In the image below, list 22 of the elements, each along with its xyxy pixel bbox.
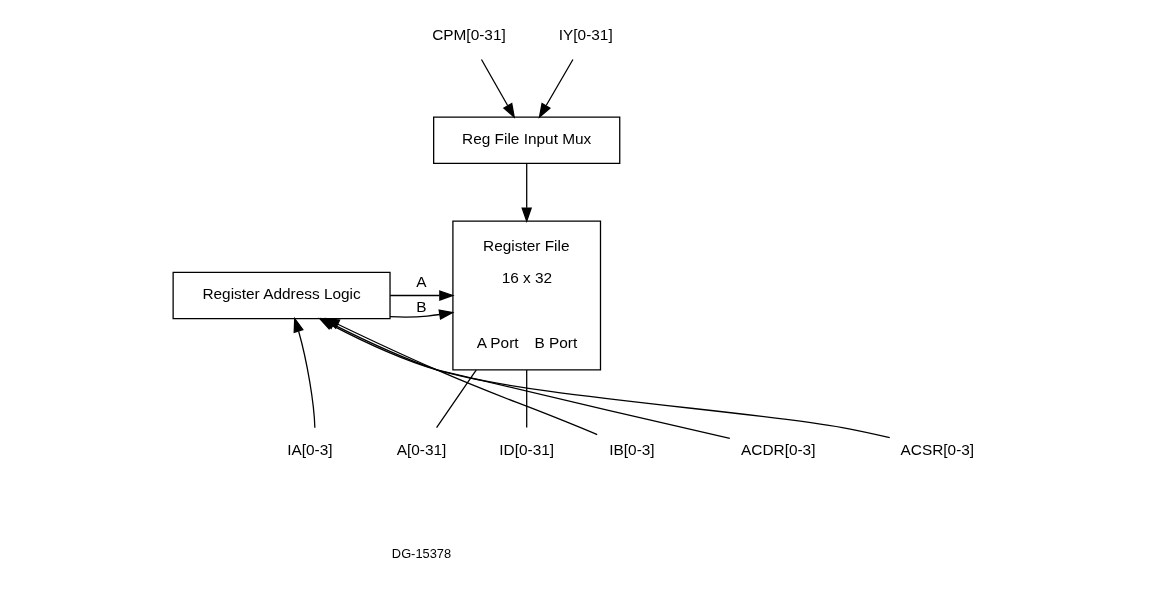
node-text: ACDR[0-3] (741, 440, 816, 458)
arrow (480, 58, 516, 119)
node-text: IB[0-3] (609, 440, 655, 458)
arrow (389, 290, 455, 301)
node-box: Register File 16 x 32 A Port B Port (452, 220, 602, 371)
arrow (293, 316, 316, 429)
node-text: A[0-31] (396, 440, 447, 458)
arrow (389, 309, 455, 320)
connector (435, 369, 477, 429)
node-text: ID[0-31] (499, 440, 555, 458)
arrow (521, 162, 533, 223)
edge-label: B (416, 297, 427, 315)
node-text: ACSR[0-3] (900, 440, 975, 458)
edge-label: A (416, 273, 427, 291)
label: DG-15378 (391, 545, 452, 561)
node-text: CPM[0-31] (432, 26, 506, 44)
arrow (538, 58, 574, 119)
node-text: IY[0-31] (558, 26, 613, 44)
node-text: IA[0-3] (287, 440, 333, 458)
connector (526, 369, 528, 429)
node-box: Reg File Input Mux (433, 116, 621, 164)
node-box: Register Address Logic (172, 271, 391, 320)
